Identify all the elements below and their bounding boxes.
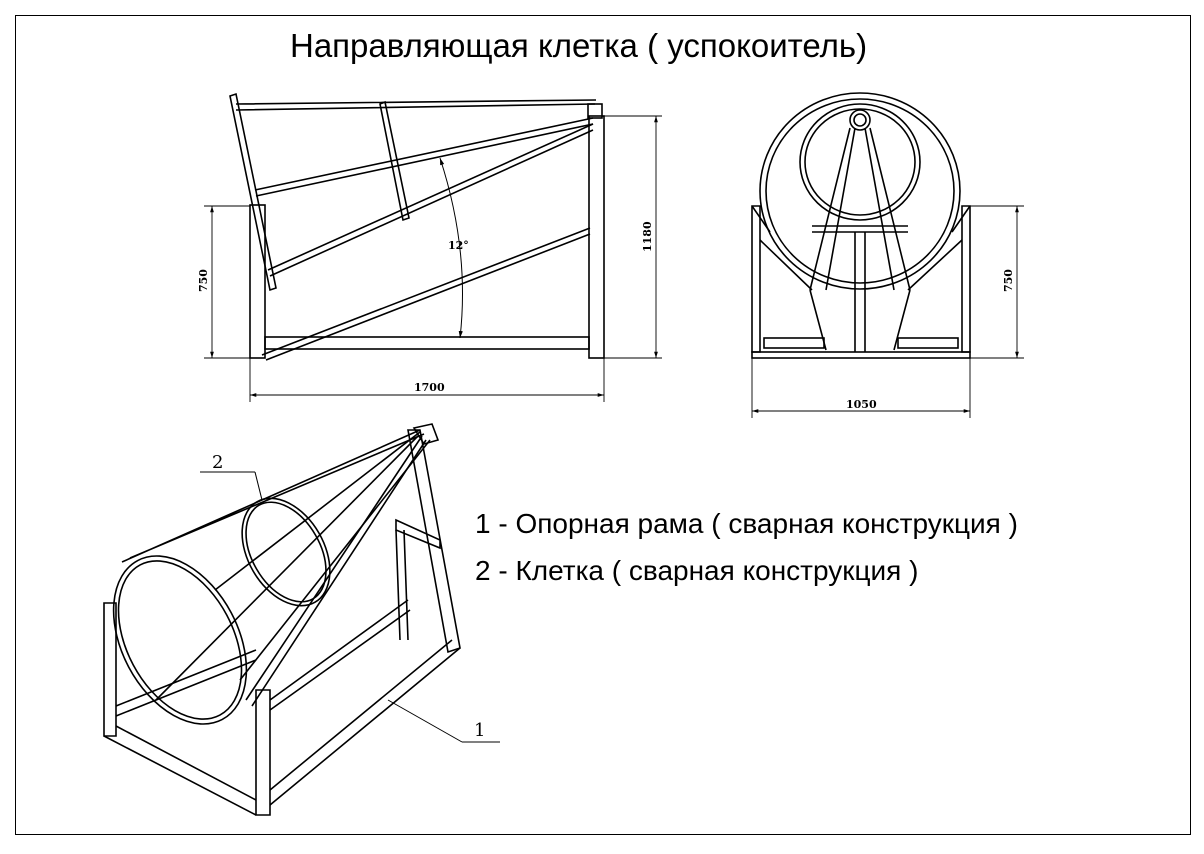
cage-top-rod (235, 99, 597, 111)
side-view (229, 92, 605, 361)
left-post (249, 204, 266, 359)
callout-1-leader (387, 699, 463, 743)
front-foot-right (897, 337, 959, 349)
iso-side-brace (269, 599, 411, 711)
callout-2-label: 2 (212, 452, 223, 473)
dim-side-width: 1700 (414, 381, 445, 394)
front-rods (809, 127, 911, 291)
iso-large-ring-inner (117, 560, 243, 720)
front-crossbar (812, 225, 908, 233)
iso-front-right-post (255, 689, 271, 816)
iso-side-bottom-beam (269, 639, 461, 806)
iso-cage-rod-4 (155, 435, 419, 701)
iso-view (103, 423, 461, 816)
dim-front-height: 750 (1002, 269, 1015, 292)
front-view-dimensions (751, 205, 1024, 418)
front-view (751, 92, 971, 359)
front-hub-inner (853, 113, 867, 127)
front-left-post (751, 205, 761, 353)
front-right-post (961, 205, 971, 353)
legend-item-cage: 2 - Клетка ( сварная конструкция ) (475, 555, 919, 586)
iso-front-left-post (103, 602, 117, 737)
front-small-ring (799, 103, 921, 221)
front-braces (759, 239, 963, 291)
iso-front-bottom-beam (103, 725, 257, 816)
iso-cage-hub (412, 423, 440, 445)
dim-front-width: 1050 (846, 398, 877, 411)
front-foot-left (763, 337, 825, 349)
cage-rod-middle (267, 123, 594, 277)
front-center-post (854, 232, 866, 352)
callout-1-label: 1 (474, 720, 485, 741)
side-view-dimensions (204, 115, 662, 402)
iso-cage-rod-1 (121, 429, 425, 563)
front-small-ring-inner (804, 108, 916, 216)
front-frame-legs (809, 289, 911, 351)
drawing-frame (15, 15, 1191, 835)
callout-2-leader (254, 471, 263, 501)
iso-cage-rod-5 (239, 439, 431, 681)
front-base (751, 351, 971, 359)
bottom-beam (264, 336, 590, 350)
legend-item-frame: 1 - Опорная рама ( сварная конструкция ) (475, 508, 1018, 539)
dim-side-left-height: 750 (197, 269, 210, 292)
iso-rear-leg (395, 529, 409, 641)
cage-rod-lower (261, 227, 591, 361)
iso-small-ring (241, 497, 331, 607)
iso-front-cross-beam (115, 649, 257, 717)
iso-rear-crossbar (395, 518, 441, 550)
large-ring-edge (229, 92, 277, 292)
dim-angle: 12° (448, 239, 469, 252)
angle-arc (439, 157, 463, 339)
cage-hub (587, 103, 603, 119)
iso-callouts (200, 471, 500, 743)
front-large-ring (759, 92, 961, 290)
front-large-ring-inner (765, 98, 955, 284)
iso-large-ring (112, 555, 248, 725)
right-post (588, 115, 605, 359)
iso-cage-rod-3 (245, 435, 427, 707)
front-hub (849, 109, 871, 131)
drawing-title: Направляющая клетка ( успокоитель) (290, 27, 868, 64)
cage-rod-upper (254, 117, 594, 197)
iso-rear-post (407, 429, 461, 654)
front-post-bevels (751, 205, 971, 233)
dim-side-total-height: 1180 (641, 221, 654, 252)
iso-cage-rod-2 (214, 431, 421, 591)
